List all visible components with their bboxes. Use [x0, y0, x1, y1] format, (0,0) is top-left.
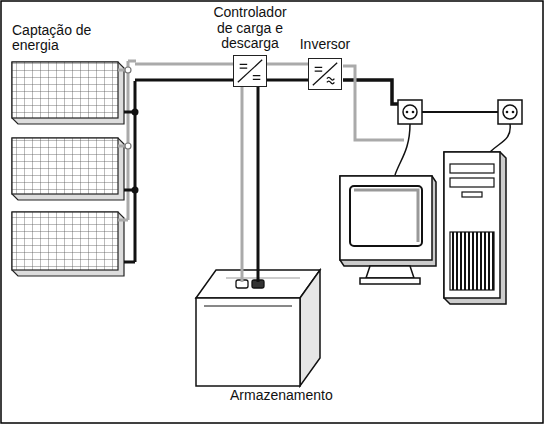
outlet [398, 100, 422, 124]
wire [242, 87, 258, 282]
outlet [498, 100, 522, 124]
computer-monitor [340, 176, 436, 284]
node-label: Armazenamento [230, 388, 333, 404]
wire-conductor [267, 79, 308, 82]
wire-conductor [257, 87, 260, 282]
wire-conductor [241, 87, 244, 282]
battery-area: Armazenamento [200, 282, 300, 384]
wire [135, 64, 233, 80]
panel-array: Captação de energia [8, 58, 135, 282]
wire [267, 64, 308, 80]
wire-conductor [135, 63, 233, 66]
solar-panel [12, 62, 124, 124]
solar-panel [12, 212, 124, 276]
converter-symbol [234, 56, 266, 86]
panel-wiring [118, 61, 139, 262]
charge-controller: Controlador de carga e descarga [233, 55, 267, 87]
battery [196, 270, 320, 386]
wire-conductor [135, 79, 233, 82]
converter-symbol [309, 59, 341, 89]
node-label: Inversor [290, 37, 360, 53]
wire-conductor [267, 63, 308, 66]
solar-panel [12, 138, 124, 200]
inverter: Inversor [308, 58, 342, 90]
computer-tower [444, 152, 506, 304]
solar-panels [12, 62, 124, 276]
node-label: Captação de energia [12, 23, 108, 54]
node-label: Controlador de carga e descarga [208, 5, 292, 52]
